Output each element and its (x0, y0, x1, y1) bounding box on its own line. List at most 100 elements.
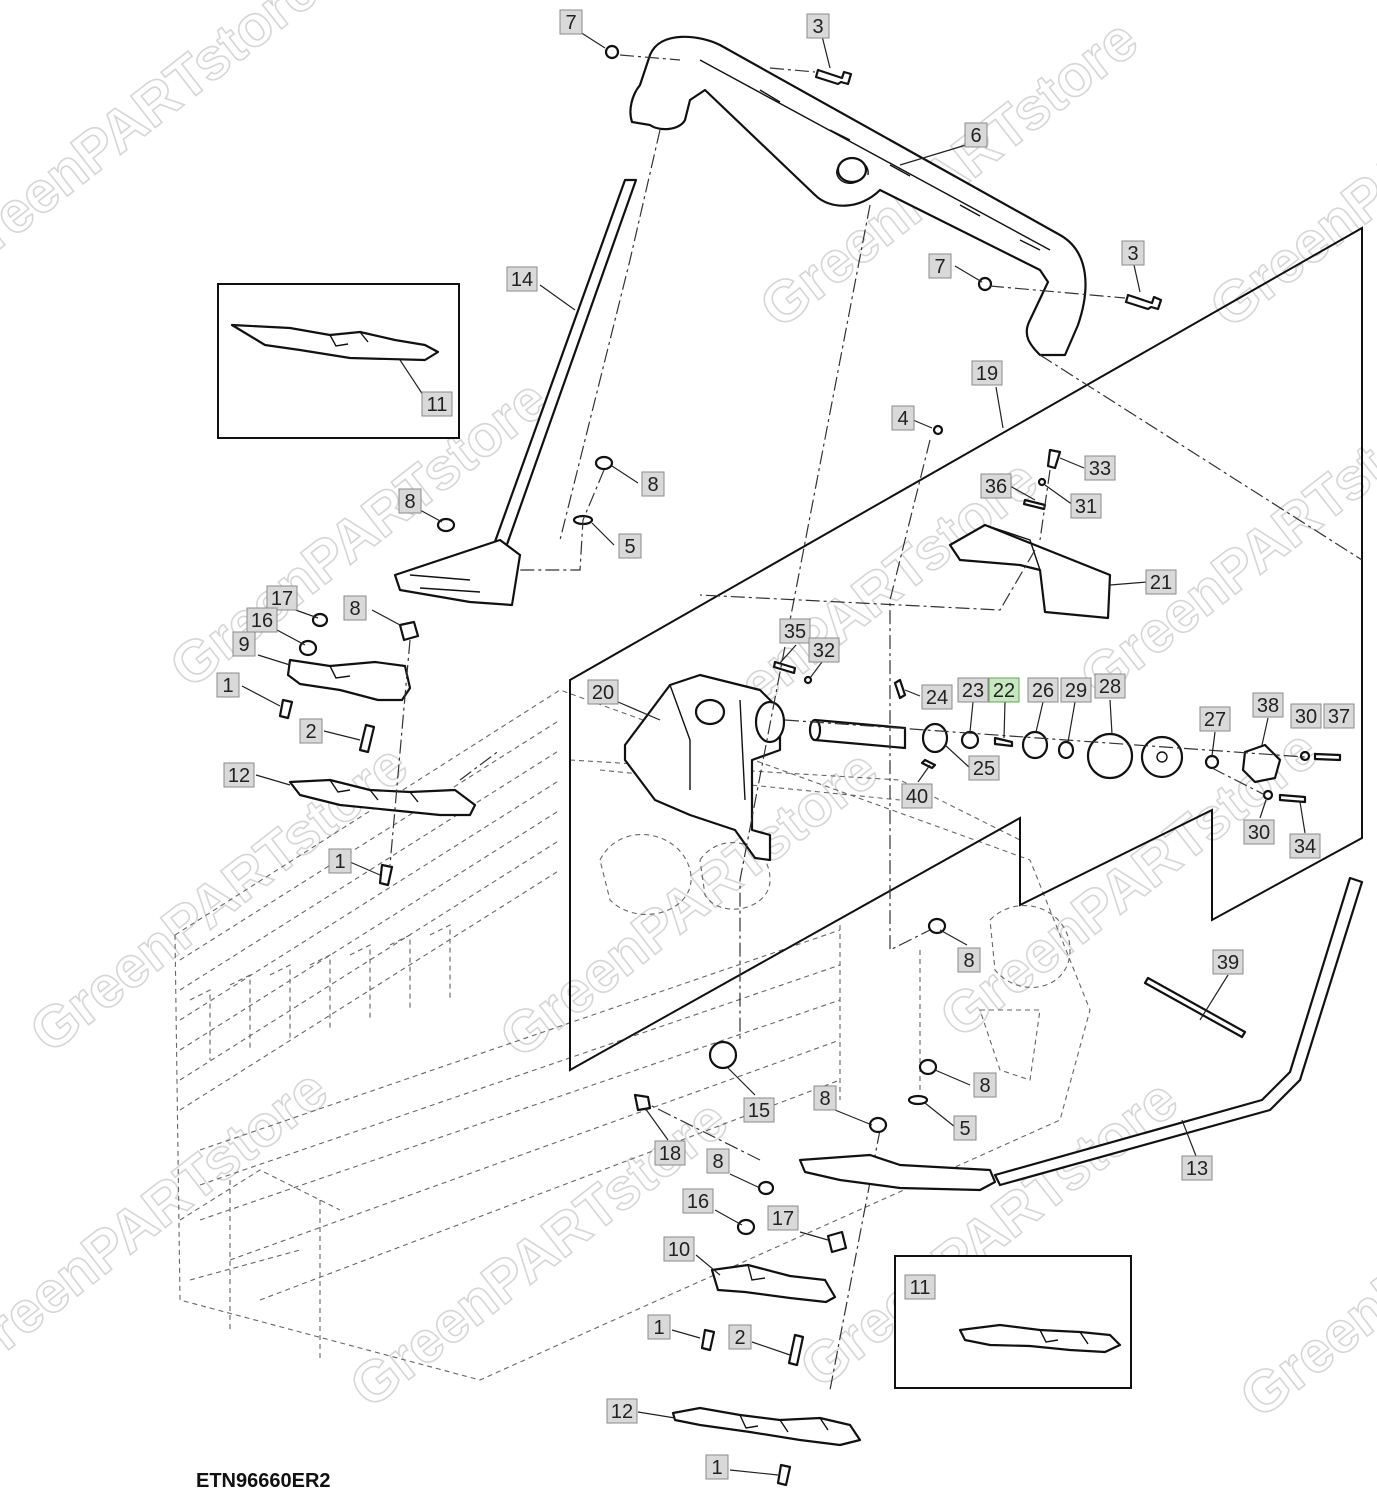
callout-26: 26 (1027, 677, 1059, 703)
callout-box (743, 1097, 775, 1123)
callout-box (1199, 706, 1231, 732)
callout-label: 2 (305, 721, 316, 743)
callout-30: 30 (1243, 819, 1275, 845)
callout-label: 25 (973, 758, 995, 780)
callout-label: 38 (1257, 695, 1279, 717)
callout-8: 8 (398, 488, 422, 514)
callout-label: 22 (993, 680, 1015, 702)
watermark: GreenPARTstore (1198, 7, 1377, 341)
callout-18: 18 (654, 1140, 686, 1166)
yoke-part-6 (629, 35, 1087, 357)
callout-label: 3 (1127, 243, 1138, 265)
callout-9: 9 (232, 631, 256, 657)
callout-22: 22 (988, 677, 1020, 703)
callout-box (606, 1398, 638, 1424)
callout-3: 3 (1121, 240, 1145, 266)
callout-label: 40 (906, 786, 928, 808)
callout-label: 12 (228, 765, 250, 787)
callout-3: 3 (806, 13, 830, 39)
rod-part-13 (798, 876, 1364, 1192)
callout-12: 12 (223, 762, 255, 788)
callout-box (559, 9, 583, 35)
watermark: GreenPARTstore (1068, 377, 1377, 711)
callout-label: 8 (712, 1151, 723, 1173)
callout-label: 10 (668, 1239, 690, 1261)
callout-box (767, 1205, 799, 1231)
inset-box-top (217, 283, 460, 439)
callout-34: 34 (1289, 833, 1321, 859)
callout-8: 8 (706, 1148, 730, 1174)
callout-35: 35 (779, 618, 811, 644)
callout-box (641, 471, 665, 497)
callout-box (663, 1236, 695, 1262)
callout-label: 16 (251, 610, 273, 632)
callout-8: 8 (813, 1085, 837, 1111)
callout-box (647, 1314, 671, 1340)
callout-box (232, 631, 256, 657)
callout-label: 27 (1204, 709, 1226, 731)
callout-box (988, 677, 1020, 703)
callout-box (1094, 673, 1126, 699)
callout-box (1121, 240, 1145, 266)
callout-box (928, 253, 952, 279)
callout-label: 17 (271, 588, 293, 610)
callout-5: 5 (953, 1115, 977, 1141)
callout-box (1145, 569, 1177, 595)
callout-13: 13 (1181, 1155, 1213, 1181)
callout-label: 1 (653, 1317, 664, 1339)
callout-box (728, 1324, 752, 1350)
callout-label: 33 (1089, 458, 1111, 480)
callout-31: 31 (1070, 493, 1102, 519)
callout-box (901, 783, 933, 809)
callout-label: 21 (1150, 572, 1172, 594)
callout-label: 29 (1065, 680, 1087, 702)
callout-label: 1 (222, 675, 233, 697)
callout-box (971, 360, 1003, 386)
callout-label: 11 (910, 1277, 931, 1299)
callout-17: 17 (767, 1205, 799, 1231)
callout-label: 28 (1099, 676, 1121, 698)
callout-box (223, 762, 255, 788)
callout-21: 21 (1145, 569, 1177, 595)
callout-box (904, 1274, 936, 1300)
callout-box (216, 672, 240, 698)
hardware-lower-middle (633, 917, 947, 1134)
callout-8: 8 (973, 1072, 997, 1098)
callout-7: 7 (928, 253, 952, 279)
callout-20: 20 (587, 679, 619, 705)
callout-box (921, 684, 953, 710)
watermark: GreenPARTstore (1228, 1097, 1377, 1431)
rod-part-14 (393, 178, 638, 607)
callout-label: 1 (711, 1457, 722, 1479)
callout-label: 23 (962, 680, 984, 702)
callout-label: 8 (979, 1075, 990, 1097)
callout-box (964, 122, 988, 148)
callout-box (1290, 703, 1322, 729)
callout-box (1289, 833, 1321, 859)
callout-label: 3 (812, 16, 823, 38)
callout-label: 7 (565, 12, 576, 34)
callout-box (618, 533, 642, 559)
plate-part-12-lower (671, 1406, 862, 1487)
callout-19: 19 (971, 360, 1003, 386)
callout-label: 16 (687, 1191, 709, 1213)
cable-tie-part-39 (1143, 976, 1247, 1039)
callout-label: 36 (985, 476, 1007, 498)
callout-label: 9 (238, 634, 249, 656)
callout-box (806, 13, 830, 39)
callout-box (1323, 703, 1355, 729)
callout-box (705, 1454, 729, 1480)
callout-label: 31 (1075, 496, 1097, 518)
callout-box (953, 1115, 977, 1141)
callout-box (1243, 819, 1275, 845)
callout-label: 8 (963, 950, 974, 972)
callout-label: 37 (1328, 706, 1350, 728)
callout-box (1252, 692, 1284, 718)
callout-label: 12 (611, 1401, 633, 1423)
shaft-hardware (772, 660, 1342, 804)
callout-box (343, 595, 367, 621)
callout-box (706, 1148, 730, 1174)
callout-box (968, 755, 1000, 781)
bracket-part-9 (278, 612, 420, 754)
